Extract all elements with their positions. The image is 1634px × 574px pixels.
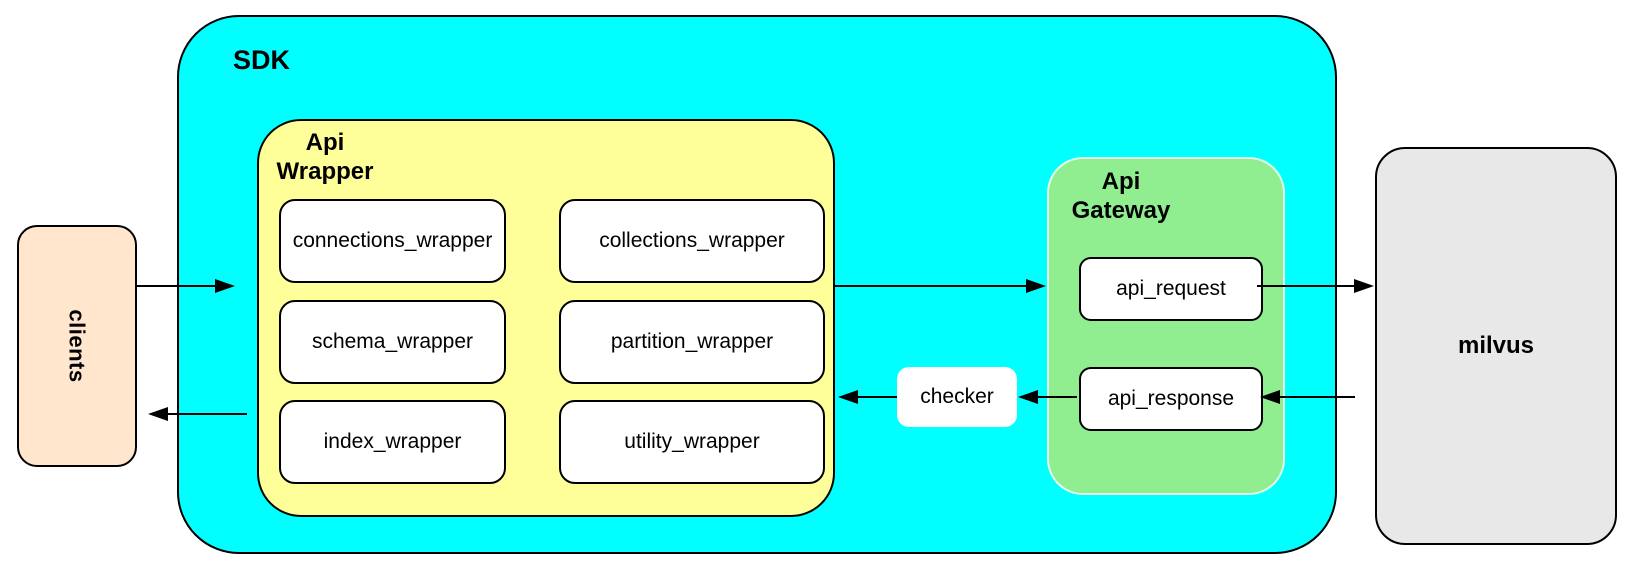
api-gateway-label: Api Gateway <box>1057 167 1185 225</box>
collections-wrapper-node: collections_wrapper <box>559 199 825 283</box>
api-response-node: api_response <box>1079 367 1263 431</box>
clients-label: clients <box>64 309 90 383</box>
milvus-node: milvus <box>1375 147 1617 545</box>
partition-wrapper-node: partition_wrapper <box>559 300 825 384</box>
api-wrapper-label-line1: Api <box>305 129 345 156</box>
api-gateway-container: Api Gateway api_request api_response <box>1047 157 1285 495</box>
sdk-label: SDK <box>233 45 291 75</box>
api-gateway-label-line2: Gateway <box>1071 197 1171 224</box>
connections-wrapper-node: connections_wrapper <box>279 199 506 283</box>
checker-node: checker <box>897 367 1017 427</box>
utility-wrapper-node: utility_wrapper <box>559 400 825 484</box>
milvus-label: milvus <box>1457 332 1535 359</box>
schema-wrapper-node: schema_wrapper <box>279 300 506 384</box>
api-wrapper-container: Api Wrapper connections_wrapper collecti… <box>257 119 835 517</box>
index-wrapper-node: index_wrapper <box>279 400 506 484</box>
api-request-node: api_request <box>1079 257 1263 321</box>
api-wrapper-label: Api Wrapper <box>259 128 391 186</box>
api-gateway-label-line1: Api <box>1101 168 1141 195</box>
api-wrapper-label-line2: Wrapper <box>276 158 374 185</box>
clients-node: clients <box>17 225 137 467</box>
